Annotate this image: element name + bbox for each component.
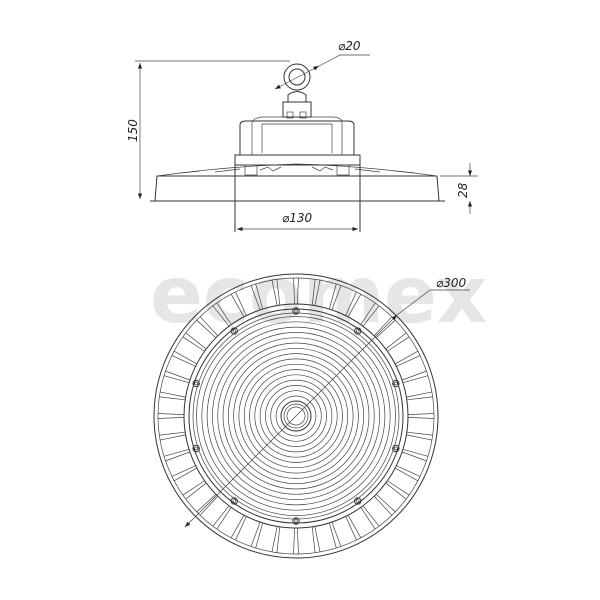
fin (328, 522, 337, 549)
fin (314, 280, 321, 306)
driver-housing (239, 120, 355, 155)
fin (347, 294, 362, 317)
fin (250, 285, 261, 311)
bolt-icon (292, 307, 300, 315)
fin (163, 448, 190, 457)
fin (395, 350, 418, 365)
fin (293, 527, 296, 554)
fin (402, 448, 429, 457)
fin (331, 285, 342, 311)
fin (311, 279, 316, 306)
collar (234, 154, 361, 166)
neck (282, 101, 312, 118)
fin (255, 522, 264, 549)
fin (345, 291, 357, 316)
dim-eyebolt-diameter: ⌀20 (338, 39, 361, 53)
fin (163, 375, 190, 384)
dim-outer-diameter: ⌀300 (436, 276, 466, 290)
fin (276, 526, 281, 553)
eyebolt-outer (283, 63, 311, 91)
fin (401, 451, 427, 462)
bolt-center (294, 519, 298, 523)
bolt-center (232, 499, 237, 503)
fin (271, 526, 278, 552)
fin (407, 416, 434, 419)
fin (314, 526, 321, 552)
fin (255, 283, 264, 310)
fin (396, 355, 421, 367)
fin (406, 391, 432, 398)
fin (406, 431, 433, 436)
fin (158, 416, 185, 419)
fin (406, 434, 432, 441)
fin (331, 521, 342, 547)
fin (406, 396, 433, 401)
fin (160, 434, 186, 441)
base-fins (156, 163, 438, 177)
fin (276, 279, 281, 306)
bolt-center (394, 381, 398, 386)
base-body (154, 175, 440, 202)
side-view: 150 28 ⌀130 ⌀20 (126, 39, 478, 232)
top-view: ⌀300 (153, 273, 470, 559)
fin (159, 431, 186, 436)
bolt-center (394, 446, 398, 451)
bolt-center (194, 446, 198, 451)
fin (165, 370, 191, 381)
fin (402, 375, 429, 384)
fin (401, 370, 427, 381)
fin (158, 413, 185, 416)
fin (235, 291, 247, 316)
outer-rim (153, 273, 439, 559)
fin (159, 396, 186, 401)
bolt-center (294, 309, 298, 313)
fin-inner-ring (183, 303, 409, 529)
dim-base-height: 28 (456, 182, 470, 198)
fin (230, 294, 245, 317)
eyebolt-inner (288, 68, 306, 86)
fin (395, 467, 418, 482)
fin (311, 526, 316, 553)
fin (293, 278, 296, 305)
fin (271, 280, 278, 306)
fin (407, 413, 434, 416)
fin (160, 391, 186, 398)
fin (296, 527, 299, 554)
bolt-center (355, 499, 360, 503)
fin (328, 283, 337, 310)
watermark: ecomex (150, 251, 487, 341)
fin (250, 521, 261, 547)
fin (396, 465, 421, 477)
fin (165, 451, 191, 462)
fin (296, 278, 299, 305)
bolt-center (194, 381, 198, 386)
dim-housing-diameter: ⌀130 (282, 211, 312, 225)
dim-height: 150 (126, 119, 140, 142)
